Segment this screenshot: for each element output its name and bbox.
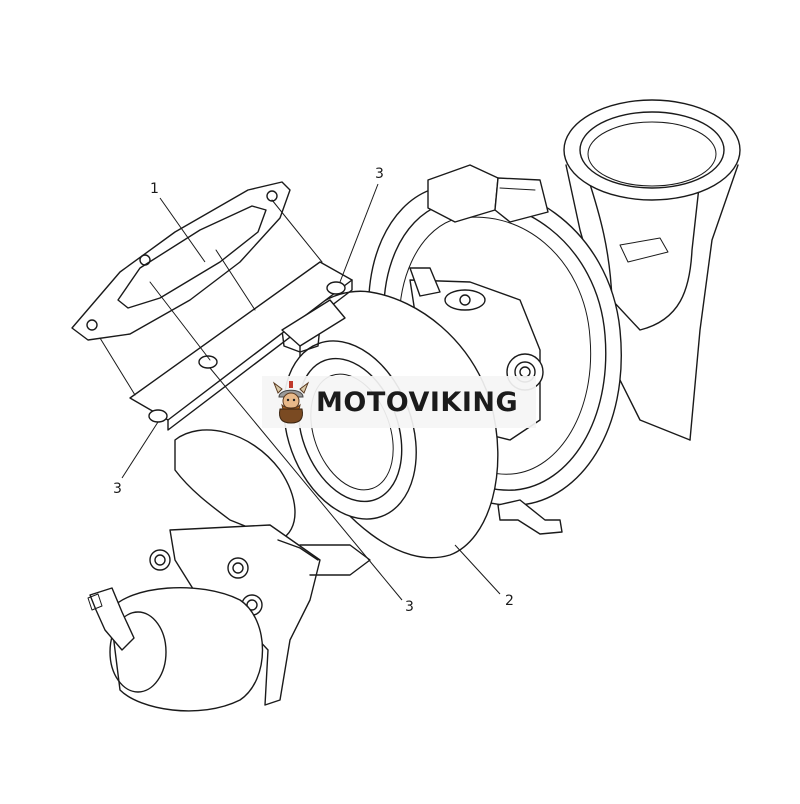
- wastegate-actuator: [87, 429, 371, 712]
- callout-1: 1: [150, 181, 206, 263]
- mounting-flange: [129, 261, 353, 431]
- callout-2: 2: [454, 544, 514, 609]
- compressor-outlet-elbow: [563, 99, 741, 441]
- svg-text:2: 2: [505, 593, 514, 609]
- svg-text:3: 3: [113, 481, 122, 497]
- watermark-text: MOTOVIKING: [316, 386, 519, 418]
- callout-3-top: 3: [339, 166, 384, 283]
- svg-text:3: 3: [405, 599, 414, 615]
- callout-3-bottom: 3: [209, 367, 414, 615]
- gasket: [71, 181, 291, 341]
- svg-text:3: 3: [375, 166, 384, 182]
- watermark-banner: MOTOVIKING: [262, 376, 536, 428]
- svg-text:1: 1: [150, 181, 159, 197]
- viking-mascot-icon: [272, 381, 310, 424]
- alignment-lines: [99, 199, 323, 396]
- callout-3-left: 3: [113, 421, 159, 497]
